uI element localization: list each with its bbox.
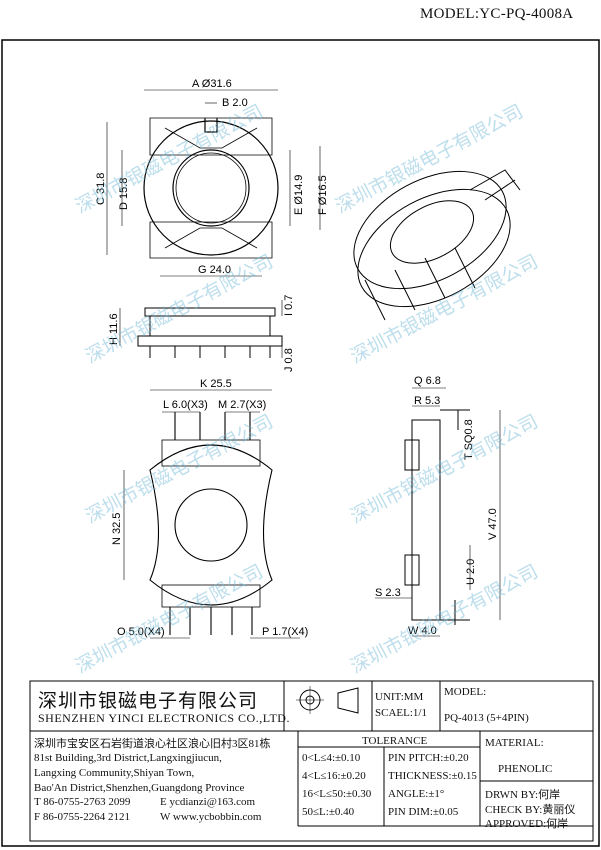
address-line: 81st Building,3rd District,Langxingjiucu… <box>34 752 222 764</box>
dim-v: V 47.0 <box>487 508 499 540</box>
sheet-border <box>1 39 600 847</box>
material-label: MATERIAL: <box>485 737 544 749</box>
dim-h: H 11.6 <box>108 313 120 345</box>
phone-number: T 86-0755-2763 2099 <box>34 796 131 808</box>
isometric-view <box>353 169 521 321</box>
dim-m: M 2.7(X3) <box>218 399 266 411</box>
dim-u: U 2.0 <box>465 559 477 585</box>
dim-t: T SQ0.8 <box>463 419 475 460</box>
scale-label: SCAEL:1/1 <box>375 707 427 719</box>
dim-g: G 24.0 <box>198 264 231 276</box>
company-name-en: SHENZHEN YINCI ELECTRONICS CO.,LTD. <box>38 711 290 725</box>
material-value: PHENOLIC <box>498 763 553 775</box>
model-field-value: PQ-4013 (5+4PIN) <box>444 712 529 724</box>
model-field-label: MODEL: <box>444 686 487 698</box>
email-address: E ycdianzi@163.com <box>160 796 256 808</box>
address-line: 深圳市宝安区石岩街道浪心社区浪心旧村3区81栋 <box>34 738 271 750</box>
company-name-cn: 深圳市银磁电子有限公司 <box>38 690 259 712</box>
dim-b: B 2.0 <box>222 97 248 109</box>
dim-a: A Ø31.6 <box>192 78 232 90</box>
top-view <box>143 117 279 259</box>
pin-spec: THICKNESS:±0.15 <box>388 770 477 782</box>
tolerance-row: 16<L≤50:±0.30 <box>302 788 372 800</box>
tolerance-row: 0<L≤4:±0.10 <box>302 752 361 764</box>
projection-symbol <box>296 686 359 714</box>
tolerance-row: 4<L≤16:±0.20 <box>302 770 366 782</box>
side-view <box>137 307 283 358</box>
pin-spec: ANGLE:±1° <box>388 788 445 800</box>
title-block-frame <box>29 680 594 842</box>
dim-d: D 15.8 <box>118 178 130 210</box>
dim-l: L 6.0(X3) <box>163 399 208 411</box>
fax-number: F 86-0755-2264 2121 <box>34 811 130 823</box>
approved-by: APPROVED:何岸 <box>485 818 569 830</box>
dim-n: N 32.5 <box>111 513 123 545</box>
dim-w: W 4.0 <box>408 625 437 637</box>
dim-c: C 31.8 <box>95 173 107 205</box>
check-by: CHECK BY:黄丽仪 <box>485 804 576 816</box>
website: W www.ycbobbin.com <box>160 811 262 823</box>
address-line: Bao'An District,Shenzhen,Guangdong Provi… <box>34 782 245 794</box>
dim-f: F Ø16.5 <box>317 175 329 215</box>
dim-e: E Ø14.9 <box>293 175 305 215</box>
dim-r: R 5.3 <box>414 395 440 407</box>
tolerance-row: 50≤L:±0.40 <box>302 806 355 818</box>
dim-o: O 5.0(X4) <box>117 626 165 638</box>
unit-label: UNIT:MM <box>375 691 424 703</box>
dim-j: J 0.8 <box>283 348 295 372</box>
top-view-dims <box>106 89 321 277</box>
address-line: Langxing Community,Shiyan Town, <box>34 767 195 779</box>
bottom-view <box>149 412 273 635</box>
tolerance-title: TOLERANCE <box>362 735 428 747</box>
dim-p: P 1.7(X4) <box>262 626 308 638</box>
dim-k: K 25.5 <box>200 378 232 390</box>
dim-s: S 2.3 <box>375 587 401 599</box>
drawn-by: DRWN BY:何岸 <box>485 789 561 801</box>
dim-i: I 0.7 <box>283 295 295 316</box>
model-number: MODEL:YC-PQ-4008A <box>420 6 574 22</box>
pin-spec: PIN PITCH:±0.20 <box>388 752 469 764</box>
pin-spec: PIN DIM:±0.05 <box>388 806 459 818</box>
dim-q: Q 6.8 <box>414 375 441 387</box>
section-view <box>404 409 470 625</box>
